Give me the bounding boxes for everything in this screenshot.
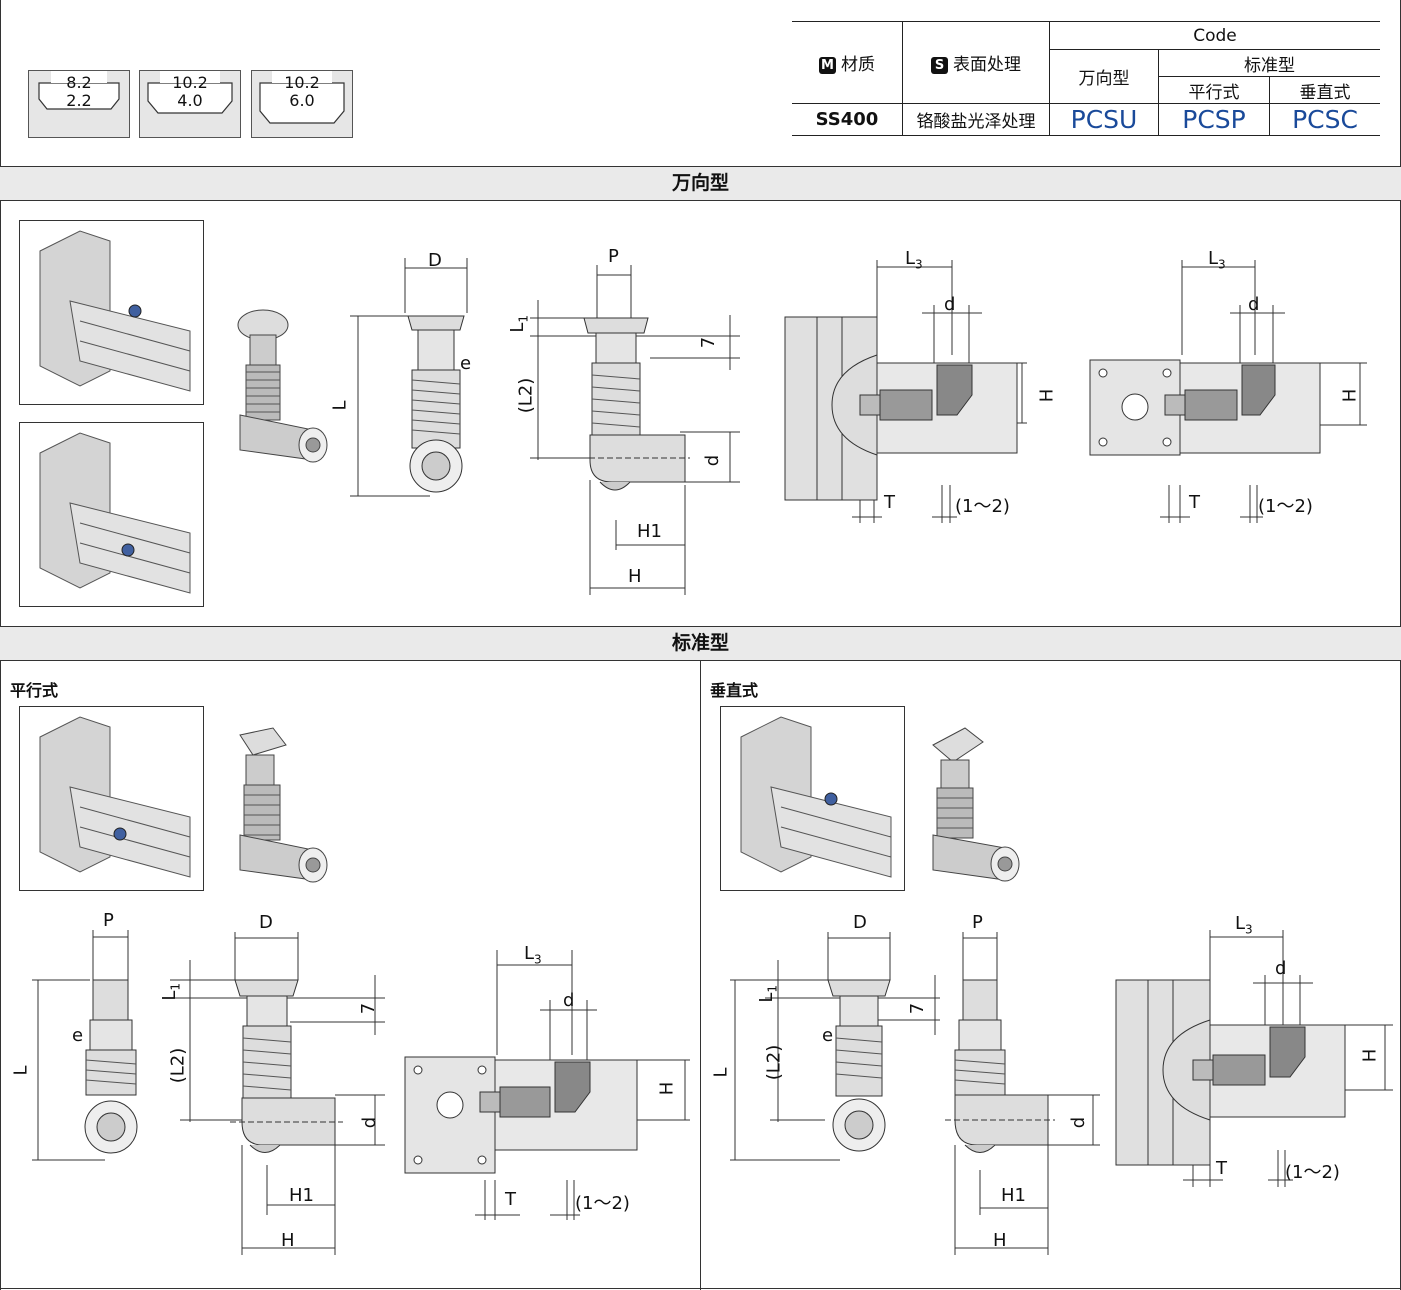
dim-label-P: P: [608, 246, 619, 267]
bolt-3d-universal: [237, 309, 328, 463]
standard-header: 标准型: [1158, 49, 1380, 77]
code-header: Code: [1049, 21, 1380, 50]
dim-label-L3: L3: [524, 943, 542, 967]
dim-label-H: H: [656, 1081, 678, 1096]
drawing-vertical-side: [945, 932, 1100, 1255]
product-photo-universal-2: [19, 422, 204, 607]
section-universal-title: 万向型: [0, 166, 1401, 201]
drawing-universal-side: [530, 265, 740, 595]
dim-label-T: T: [884, 492, 895, 513]
dim-label-D: D: [259, 912, 273, 933]
section-standard-title: 标准型: [0, 626, 1401, 661]
slot-top-value: 8.2: [66, 73, 92, 92]
dim-label-7: 7: [907, 1002, 929, 1015]
drawing-universal-front: [350, 258, 468, 497]
dim-label-d: d: [1068, 1116, 1090, 1129]
dim-label-D: D: [853, 912, 867, 933]
dim-label-L2: (L2): [515, 377, 537, 414]
dim-label-L: L: [710, 1067, 732, 1078]
dim-label-H: H: [1339, 388, 1361, 403]
dim-label-range: (1～2): [955, 496, 1010, 517]
dim-label-H1: H1: [1001, 1185, 1026, 1206]
dim-label-L: L: [10, 1065, 32, 1076]
dim-label-d: d: [944, 294, 956, 315]
drawing-universal-assembly-1: [784, 260, 1027, 523]
dim-label-L: L: [329, 400, 351, 411]
dim-label-H1: H1: [637, 521, 662, 542]
dim-label-7: 7: [698, 336, 720, 349]
dim-label-d: d: [359, 1116, 381, 1129]
dim-label-H: H: [993, 1230, 1007, 1251]
dim-label-H: H: [1359, 1048, 1381, 1063]
vertical-header: 垂直式: [1269, 76, 1380, 104]
dim-label-d: d: [1275, 958, 1287, 979]
dim-label-P: P: [103, 910, 114, 931]
bolt-3d-parallel: [239, 727, 328, 883]
dim-label-H1: H1: [289, 1185, 314, 1206]
dim-label-L3: L3: [1235, 913, 1253, 937]
bolt-3d-vertical: [932, 727, 1020, 882]
product-photo-vertical: [720, 706, 905, 891]
dim-label-H: H: [1036, 388, 1058, 403]
slot-profile-2: 10.2 4.0: [139, 70, 241, 138]
dim-label-L1: L1: [159, 982, 183, 1001]
dim-label-T: T: [1189, 492, 1200, 513]
drawing-parallel-assembly: [404, 950, 690, 1220]
subsection-parallel-title: 平行式: [10, 681, 59, 700]
dim-label-range: (1～2): [1258, 496, 1313, 517]
dim-label-P: P: [972, 912, 983, 933]
subsection-vertical-title: 垂直式: [710, 681, 759, 700]
surface-value: 铬酸盐光泽处理: [902, 103, 1050, 136]
dim-label-L3: L3: [1208, 248, 1226, 272]
dim-label-T: T: [1216, 1158, 1227, 1179]
drawing-vertical-front: [730, 932, 940, 1161]
surface-badge: S: [931, 57, 948, 74]
drawing-universal-assembly-2: [1089, 260, 1367, 523]
dim-label-H: H: [628, 566, 642, 587]
dim-label-L3: L3: [905, 248, 923, 272]
dim-label-D: D: [428, 250, 442, 271]
dim-label-H: H: [281, 1230, 295, 1251]
frame-bottom: [0, 1288, 1401, 1289]
drawing-vertical-assembly: [1115, 930, 1393, 1187]
dim-label-d: d: [1248, 294, 1260, 315]
drawing-parallel-side: [170, 932, 385, 1255]
universal-header: 万向型: [1049, 49, 1159, 104]
slot-top-value: 10.2: [172, 73, 208, 92]
code-universal: PCSU: [1049, 103, 1159, 136]
dim-label-7: 7: [358, 1002, 380, 1015]
dim-label-range: (1～2): [575, 1193, 630, 1214]
dim-label-L2: (L2): [167, 1047, 189, 1084]
section-divider: [700, 661, 701, 1290]
parallel-header: 平行式: [1158, 76, 1270, 104]
material-value: SS400: [792, 103, 903, 136]
dim-label-d: d: [563, 990, 575, 1011]
dim-label-L1: L1: [507, 314, 531, 333]
dim-label-d: d: [702, 454, 724, 467]
product-photo-universal-1: [19, 220, 204, 405]
product-photo-parallel: [19, 706, 204, 891]
slot-bottom-value: 6.0: [289, 91, 315, 110]
slot-bottom-value: 4.0: [177, 91, 203, 110]
dim-label-L1: L1: [756, 984, 780, 1003]
dim-label-T: T: [505, 1189, 516, 1210]
code-vertical: PCSC: [1269, 103, 1380, 136]
dim-label-e: e: [822, 1025, 834, 1046]
slot-profile-3: 10.2 6.0: [251, 70, 353, 138]
dim-label-e: e: [460, 353, 472, 374]
drawing-parallel-front: [32, 930, 138, 1161]
slot-bottom-value: 2.2: [66, 91, 92, 110]
slot-profile-1: 8.2 2.2: [28, 70, 130, 138]
dim-label-range: (1～2): [1285, 1162, 1340, 1183]
code-parallel: PCSP: [1158, 103, 1270, 136]
dim-label-L2: (L2): [763, 1044, 785, 1081]
slot-top-value: 10.2: [284, 73, 320, 92]
material-badge: M: [819, 57, 836, 74]
dim-label-e: e: [72, 1025, 84, 1046]
